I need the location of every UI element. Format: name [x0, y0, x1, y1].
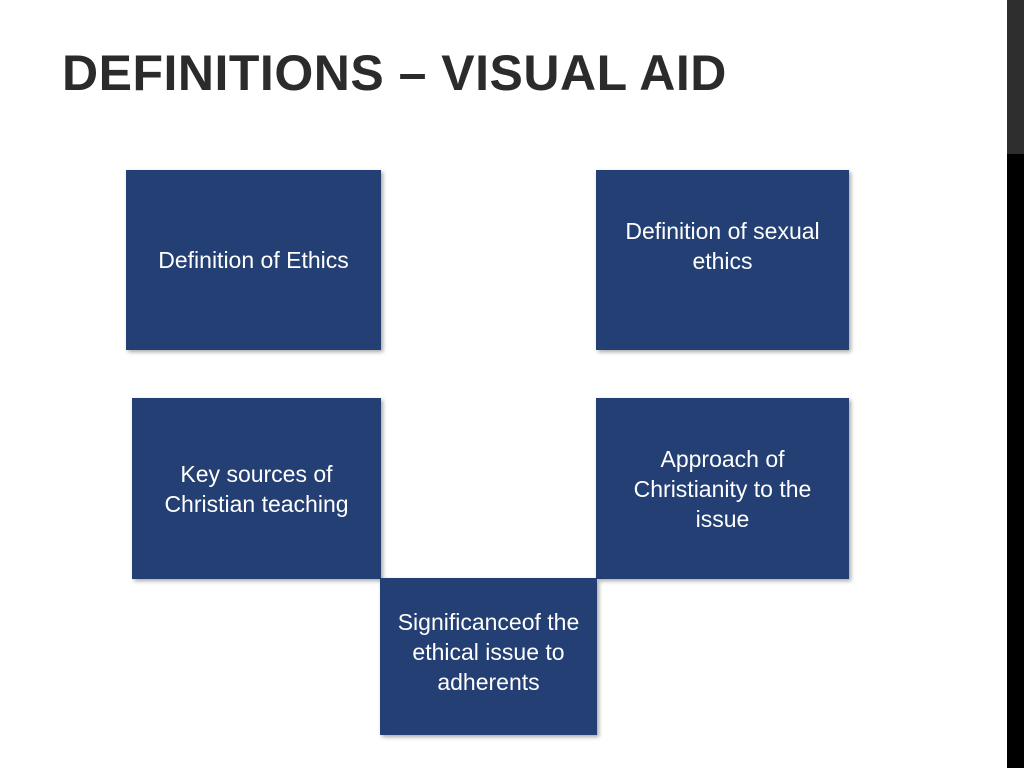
key-sources-label: Key sources of Christian teaching	[164, 460, 349, 517]
definition-of-ethics-label: Definition of Ethics	[158, 247, 349, 273]
key-sources-box: Key sources of Christian teaching	[132, 398, 381, 579]
slide-title: DEFINITIONS – VISUAL AID	[62, 45, 727, 101]
approach-of-christianity-label: Approach of Christianity to the issue	[633, 445, 812, 532]
significance-box: Significanceof the ethical issue to adhe…	[380, 578, 597, 735]
right-edge-bar-top	[1007, 0, 1024, 154]
approach-of-christianity-box: Approach of Christianity to the issue	[596, 398, 849, 579]
definition-of-sexual-ethics-box: Definition of sexual ethics	[596, 170, 849, 350]
right-edge-bar	[1007, 0, 1024, 768]
definition-of-ethics-box: Definition of Ethics	[126, 170, 381, 350]
definition-of-sexual-ethics-label: Definition of sexual ethics	[625, 218, 820, 274]
significance-label: Significanceof the ethical issue to adhe…	[397, 608, 580, 695]
